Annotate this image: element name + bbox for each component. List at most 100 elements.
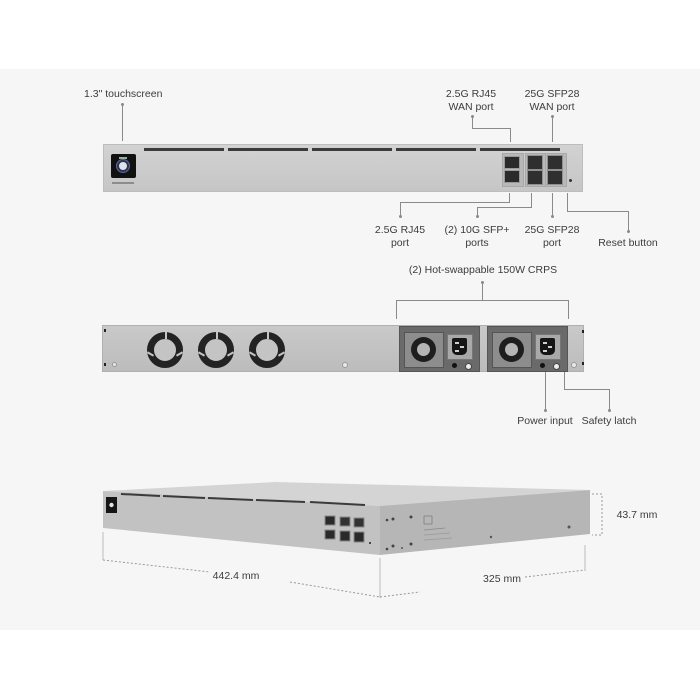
leader-dot bbox=[627, 230, 630, 233]
fan-gap bbox=[267, 332, 269, 339]
sfp28-port-label: 25G SFP28 port bbox=[520, 224, 584, 250]
rj45-leader-v2 bbox=[509, 193, 510, 203]
leader-dot bbox=[544, 409, 547, 412]
sfp28-port-label-line2: port bbox=[542, 237, 562, 249]
reset-leader-v bbox=[567, 193, 568, 212]
fan-gap bbox=[165, 332, 167, 339]
socket-icon bbox=[540, 338, 555, 355]
power-input-leader bbox=[545, 372, 546, 410]
sfp-plus-leader-v bbox=[477, 207, 478, 217]
psu-fan-hub bbox=[417, 343, 430, 356]
psu-fan-icon bbox=[404, 332, 444, 368]
sfp-plus-port-2[interactable] bbox=[527, 170, 543, 185]
rear-panel bbox=[102, 325, 584, 372]
rj45-wan-label: 2.5G RJ45 WAN port bbox=[441, 88, 501, 114]
front-face bbox=[103, 491, 380, 555]
leader-dot bbox=[121, 103, 124, 106]
sfp-plus-leader-h bbox=[477, 207, 531, 208]
psu-leader-h bbox=[396, 300, 569, 301]
rj45-port-label-line2: port bbox=[390, 237, 410, 249]
screen-caption bbox=[112, 182, 134, 184]
leader-dot bbox=[471, 115, 474, 118]
height-dimension-label: 43.7 mm bbox=[616, 509, 658, 521]
ground-screw bbox=[112, 362, 117, 367]
psu-fan-icon bbox=[492, 332, 532, 368]
latch-leader-h bbox=[564, 389, 610, 390]
reset-button-label: Reset button bbox=[598, 237, 658, 249]
sfp28-port[interactable] bbox=[547, 170, 563, 185]
sfp28-port-label-line1: 25G SFP28 bbox=[524, 224, 580, 236]
sfp28-wan-port[interactable] bbox=[547, 155, 563, 170]
pin bbox=[455, 350, 459, 352]
sfp-plus-leader-v2 bbox=[531, 193, 532, 208]
rj45-wan-port[interactable] bbox=[504, 156, 520, 169]
vent-slot bbox=[312, 148, 392, 151]
screen-ring-icon bbox=[119, 162, 127, 170]
pin bbox=[455, 342, 459, 344]
width-dimension-label: 442.4 mm bbox=[212, 570, 260, 582]
sfp28-leader-line bbox=[552, 193, 553, 216]
psu-fan-hub bbox=[505, 343, 518, 356]
rj45-leader-v bbox=[400, 202, 401, 216]
reset-button[interactable] bbox=[569, 179, 572, 182]
safety-latch[interactable] bbox=[465, 363, 472, 370]
leader-dot bbox=[608, 409, 611, 412]
touchscreen-label: 1.3" touchscreen bbox=[84, 88, 163, 100]
sfp-plus-ports-label-line1: (2) 10G SFP+ bbox=[444, 224, 510, 236]
mount-mark bbox=[104, 329, 106, 332]
reset-leader-h bbox=[567, 211, 628, 212]
safety-latch[interactable] bbox=[553, 363, 560, 370]
rj45-wan-leader-v1 bbox=[472, 116, 473, 129]
leader-dot bbox=[476, 215, 479, 218]
power-input-socket[interactable] bbox=[447, 334, 473, 360]
depth-dimension-label: 325 mm bbox=[483, 573, 521, 585]
touchscreen-display[interactable] bbox=[111, 154, 136, 178]
fan-1 bbox=[146, 332, 184, 368]
mount-mark bbox=[582, 362, 584, 365]
vent-slot bbox=[480, 148, 560, 151]
pin bbox=[460, 346, 464, 348]
front-panel bbox=[103, 144, 583, 192]
sfp28-wan-label-line2: WAN port bbox=[529, 101, 575, 113]
psu-2[interactable] bbox=[487, 326, 568, 372]
sfp28-wan-label: 25G SFP28 WAN port bbox=[522, 88, 582, 114]
sfp-plus-ports-label-line2: ports bbox=[465, 237, 489, 249]
safety-latch-label: Safety latch bbox=[581, 415, 637, 427]
fan-2 bbox=[197, 332, 235, 368]
chassis-screw bbox=[342, 362, 348, 368]
leader-dot bbox=[551, 215, 554, 218]
screen-status-bar bbox=[119, 157, 127, 159]
psu-led bbox=[452, 363, 457, 368]
rj45-wan-label-line1: 2.5G RJ45 bbox=[445, 88, 497, 100]
touchscreen-leader-line bbox=[122, 105, 123, 141]
rj45-port-label: 2.5G RJ45 port bbox=[366, 224, 434, 250]
power-input-label: Power input bbox=[517, 415, 573, 427]
power-input-socket[interactable] bbox=[535, 334, 561, 360]
sfp28-wan-label-line1: 25G SFP28 bbox=[524, 88, 580, 100]
psu-leader-right bbox=[568, 300, 569, 319]
latch-leader-v2 bbox=[609, 389, 610, 410]
sfp28-wan-leader-line bbox=[552, 117, 553, 142]
socket-icon bbox=[452, 338, 467, 355]
pin bbox=[543, 342, 547, 344]
vent-slot bbox=[396, 148, 476, 151]
sfp-plus-port-1[interactable] bbox=[527, 155, 543, 170]
rj45-wan-label-line2: WAN port bbox=[448, 101, 494, 113]
fan-3 bbox=[248, 332, 286, 368]
leader-dot bbox=[481, 281, 484, 284]
latch-leader-v bbox=[564, 372, 565, 390]
sfp-plus-ports-label: (2) 10G SFP+ ports bbox=[440, 224, 514, 250]
psu-leader-v bbox=[482, 282, 483, 301]
psu-1[interactable] bbox=[399, 326, 480, 372]
top-face bbox=[103, 482, 590, 506]
psu-led bbox=[540, 363, 545, 368]
leader-dot bbox=[551, 115, 554, 118]
mount-mark bbox=[104, 363, 106, 366]
rj45-wan-leader-v2 bbox=[510, 128, 511, 142]
psu-leader-left bbox=[396, 300, 397, 319]
rj45-port[interactable] bbox=[504, 170, 520, 183]
rj45-port-label-line1: 2.5G RJ45 bbox=[374, 224, 426, 236]
rj45-leader-h bbox=[400, 202, 509, 203]
mount-mark bbox=[582, 330, 584, 333]
